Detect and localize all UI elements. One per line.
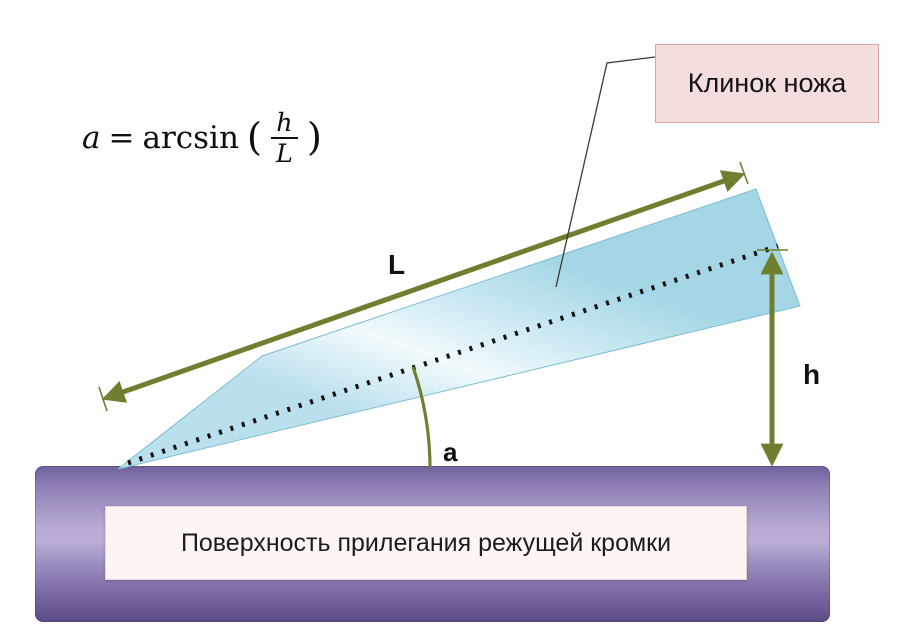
formula-function: arcsin: [142, 120, 239, 157]
formula-open-paren: (: [246, 114, 263, 160]
formula-numerator: h: [271, 107, 298, 140]
formula: a = arcsin ( h L ): [82, 107, 323, 169]
blade-shape: [117, 188, 801, 470]
angle-arc: [411, 366, 432, 469]
formula-close-paren: ): [306, 114, 323, 160]
blade-callout-box: Клинок ножа: [655, 44, 879, 123]
formula-equals: =: [108, 120, 135, 157]
formula-fraction: h L: [271, 107, 298, 169]
length-label: L: [388, 249, 405, 280]
blade-label: Клинок ножа: [687, 68, 847, 98]
callout-leader-line: [555, 56, 656, 288]
length-arrow-right-tick: [739, 161, 749, 185]
surface-label: Поверхность прилегания режущей кромки: [180, 528, 672, 557]
height-label: h: [803, 359, 820, 390]
length-arrow-left-tick: [98, 386, 108, 412]
formula-lhs: a: [82, 120, 101, 157]
surface-label-box: Поверхность прилегания режущей кромки: [105, 506, 747, 580]
formula-denominator: L: [276, 138, 293, 169]
length-dimension-arrow: [101, 170, 746, 403]
angle-label: a: [443, 437, 458, 467]
